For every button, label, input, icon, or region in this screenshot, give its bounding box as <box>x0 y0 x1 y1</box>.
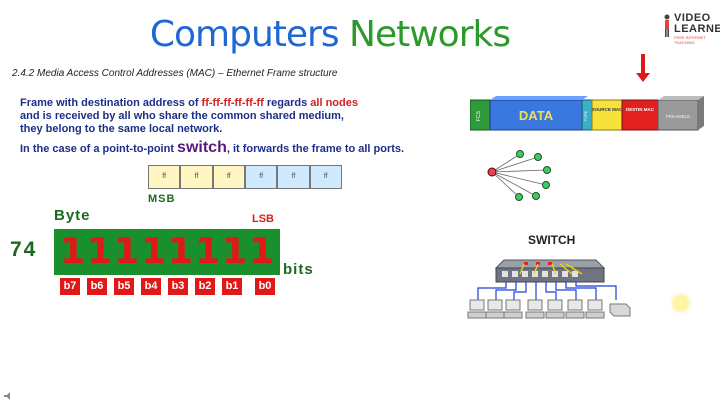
byte-value: 74 <box>10 238 38 261</box>
address-octet-cell: ff <box>148 165 181 189</box>
bit-label-b5: b5 <box>114 278 134 295</box>
msb-address-table: ff ff ff ff ff ff <box>148 165 342 189</box>
address-octet-cell: ff <box>277 165 310 189</box>
bit-digit: 1 <box>195 231 221 272</box>
title-word-networks: Networks <box>349 14 511 55</box>
byte-bits-box: 1 1 1 1 1 1 1 1 <box>54 229 280 275</box>
paragraph-text: In the case of a point-to-point <box>20 143 178 155</box>
lsb-label: LSB <box>252 213 274 225</box>
bit-label-b2: b2 <box>195 278 215 295</box>
logo-line1: VIDEO <box>674 12 711 24</box>
frame-source-mac-label: SOURCE MAC <box>592 107 624 112</box>
msb-label: MSB <box>148 193 176 205</box>
paragraph-line-2: and is received by all who share the com… <box>20 110 344 122</box>
switch-network-diagram <box>467 259 631 319</box>
person-logo-icon <box>664 14 670 37</box>
computer-icon <box>467 299 631 319</box>
speaker-icon[interactable] <box>4 392 14 400</box>
address-octet-cell: ff <box>244 165 278 189</box>
logo-tagline: FREE INTERNET TEACHING <box>674 35 706 45</box>
bit-label-b6: b6 <box>87 278 107 295</box>
star-network-diagram <box>487 150 551 201</box>
section-heading: 2.4.2 Media Access Control Addresses (MA… <box>12 68 338 79</box>
bit-label-b3: b3 <box>168 278 188 295</box>
bit-digit: 1 <box>141 231 167 272</box>
frame-preamble-label: PREAMBLE <box>666 114 691 119</box>
bit-label-b1: b1 <box>222 278 242 295</box>
frame-type-label: TYPE <box>583 110 588 121</box>
bit-digit: 1 <box>87 231 113 272</box>
bit-label-b7: b7 <box>60 278 80 295</box>
arrow-head-icon <box>636 73 650 82</box>
frame-fcs-label: FCS <box>476 110 482 121</box>
ethernet-frame-diagram: FCS DATA TYPE SOURCE MAC DESTIN MAC PREA… <box>470 96 704 131</box>
frame-data-label: DATA <box>519 108 554 123</box>
paragraph-text: , it forwards the frame to all ports. <box>226 143 405 155</box>
bit-digit: 1 <box>114 231 140 272</box>
star-hub-node <box>487 167 497 177</box>
all-nodes-text: all nodes <box>310 97 358 109</box>
paragraph-line-4: In the case of a point-to-point switch, … <box>20 139 404 157</box>
page-title: Computers Networks <box>0 14 660 55</box>
address-octet-cell: ff <box>212 165 245 189</box>
broadcast-address: ff-ff-ff-ff-ff-ff <box>201 97 264 109</box>
bit-digit: 1 <box>249 231 275 272</box>
bit-label-b0: b0 <box>255 278 275 295</box>
bit-digit: 1 <box>60 231 86 272</box>
bit-digit: 1 <box>168 231 194 272</box>
byte-label: Byte <box>54 207 91 224</box>
frame-destin-mac-label: DESTIN MAC <box>626 107 655 112</box>
bit-label-b4: b4 <box>141 278 161 295</box>
switch-word: switch <box>177 139 227 156</box>
switch-label: SWITCH <box>528 233 576 247</box>
bits-label: bits <box>283 261 314 278</box>
bit-digit: 1 <box>222 231 248 272</box>
paragraph-line-3: they belong to the same local network. <box>20 123 223 135</box>
paragraph-text: Frame with destination address of <box>20 97 202 109</box>
cursor-highlight <box>670 292 692 314</box>
title-word-computers: Computers <box>149 14 340 55</box>
arrow-down-icon <box>641 54 645 74</box>
logo-line2: LEARNER <box>674 23 720 35</box>
address-octet-cell: ff <box>309 165 342 189</box>
paragraph-text: regards <box>263 97 311 109</box>
address-octet-cell: ff <box>180 165 213 189</box>
paragraph-line-1: Frame with destination address of ff-ff-… <box>20 97 358 109</box>
video-learner-logo: VIDEO LEARNER FREE INTERNET TEACHING <box>660 12 720 45</box>
